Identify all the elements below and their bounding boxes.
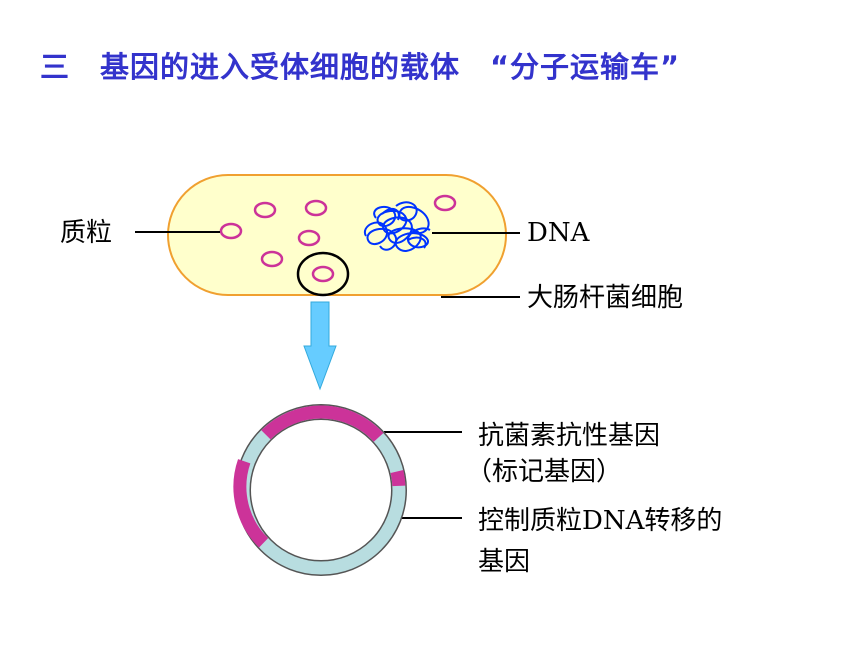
plasmid-ring: [304, 199, 328, 217]
plasmid-ring-large: [233, 404, 407, 576]
small-gene-segment: [390, 470, 406, 487]
plasmid-ring: [253, 201, 277, 219]
marker-gene-label: （标记基因）: [466, 457, 623, 487]
down-arrow: [303, 301, 337, 391]
plasmid-ring: [260, 250, 284, 268]
ecoli-cell: [167, 174, 507, 296]
resistance-gene-segment: [261, 405, 384, 442]
highlight-circle: [296, 251, 350, 297]
plasmid-ring: [297, 229, 321, 247]
page-title: 三 基因的进入受体细胞的载体 “分子运输车”: [40, 50, 681, 84]
transfer-gene-label-line2: 基因: [478, 547, 531, 577]
marker-segment: [233, 459, 269, 548]
plasmid-ring: [311, 265, 335, 283]
plasmid-ring: [219, 222, 243, 240]
plasmid-label: 质粒: [60, 218, 113, 248]
dna-coil: [363, 201, 431, 252]
ecoli-cell-label: 大肠杆菌细胞: [527, 283, 684, 313]
plasmid-ring: [433, 194, 457, 212]
resistance-gene-label: 抗菌素抗性基因: [478, 421, 661, 451]
transfer-gene-label: 控制质粒DNA转移的: [478, 506, 723, 536]
dna-label: DNA: [527, 218, 590, 248]
plasmid-rings: [219, 194, 457, 283]
leader-lines: [135, 231, 520, 519]
